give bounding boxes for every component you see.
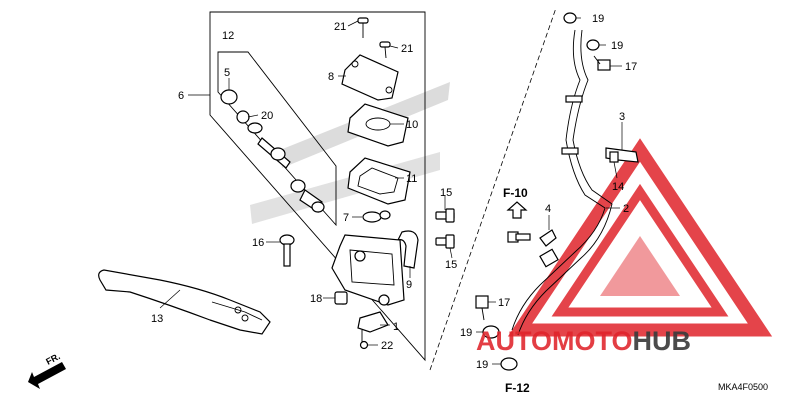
callout-2: 2: [623, 203, 629, 215]
watermark-triangle-logo: [507, 138, 773, 337]
callout-22: 22: [381, 340, 393, 352]
callout-3: 3: [619, 111, 625, 123]
callout-21-right: 21: [401, 43, 413, 55]
callout-6: 6: [178, 90, 184, 102]
callout-15-upper: 15: [440, 187, 452, 199]
callout-21-top: 21: [334, 21, 346, 33]
callout-19-second: 19: [611, 40, 623, 52]
bracket-9: [396, 230, 419, 269]
screw-21-top: [357, 17, 369, 38]
nut-18: [334, 291, 348, 305]
watermark-hub: HUB: [633, 326, 692, 356]
callout-1: 1: [393, 321, 399, 333]
callout-4: 4: [545, 203, 551, 215]
callout-19-third: 19: [460, 327, 472, 339]
callout-20: 20: [261, 110, 273, 122]
callout-5: 5: [224, 67, 230, 79]
f10-connector: [507, 231, 531, 243]
washer-19-second: [586, 39, 600, 51]
callout-19-bottom: 19: [476, 359, 488, 371]
assembly-outline-box: [209, 11, 426, 362]
callout-7: 7: [343, 212, 349, 224]
callout-15-lower: 15: [445, 259, 457, 271]
callout-17-upper: 17: [625, 61, 637, 73]
clip-7: [362, 210, 391, 223]
washer-19-top: [563, 12, 577, 24]
bolt-17-top: [593, 55, 611, 71]
ref-f12: F-12: [505, 381, 530, 395]
subassembly-outline-box: [217, 51, 337, 227]
callout-11: 11: [406, 173, 417, 185]
callout-labels: 1 2 3 4 5 6 7 8 9 10 11 12 13 14 15 15 1…: [151, 13, 637, 371]
washer-19-bottom: [500, 357, 518, 371]
bolt-15-upper: [435, 208, 455, 223]
diaphragm-11: [347, 157, 411, 205]
callout-19-top: 19: [592, 13, 604, 25]
callout-8: 8: [328, 71, 334, 83]
watermark-moto: MOTO: [552, 326, 633, 356]
callout-10: 10: [406, 119, 418, 131]
master-cylinder-body: [331, 234, 405, 306]
ref-f10: F-10: [503, 186, 528, 200]
bolt-4: [539, 229, 557, 247]
callout-9: 9: [406, 279, 412, 291]
watermark-auto: AUTO: [476, 326, 552, 356]
callout-12: 12: [222, 30, 234, 42]
brake-lever-13: [98, 269, 271, 335]
callout-17-lower: 17: [498, 297, 510, 309]
front-arrow-icon: [28, 362, 66, 389]
piston-parts: [220, 89, 325, 213]
screw-22: [359, 340, 369, 350]
screw-21-right: [379, 41, 391, 59]
f10-arrow: [506, 201, 528, 219]
reservoir-cap-8: [341, 54, 399, 101]
callout-14: 14: [612, 181, 624, 193]
brake-hose-2: [511, 29, 613, 336]
callout-18: 18: [310, 293, 322, 305]
pivot-bolt-16: [279, 234, 295, 267]
callout-13: 13: [151, 313, 163, 325]
diagram-code: MKA4F0500: [718, 382, 768, 392]
bolt-14: [609, 151, 619, 163]
diaphragm-plate-10: [347, 103, 409, 147]
callout-16: 16: [252, 237, 264, 249]
brake-switch-1: [357, 311, 389, 345]
bolt-17-lower: [475, 295, 489, 321]
bolt-15-lower: [435, 234, 455, 249]
leader-lines: [159, 17, 623, 365]
watermark-text: AUTOMOTOHUB: [476, 326, 691, 356]
